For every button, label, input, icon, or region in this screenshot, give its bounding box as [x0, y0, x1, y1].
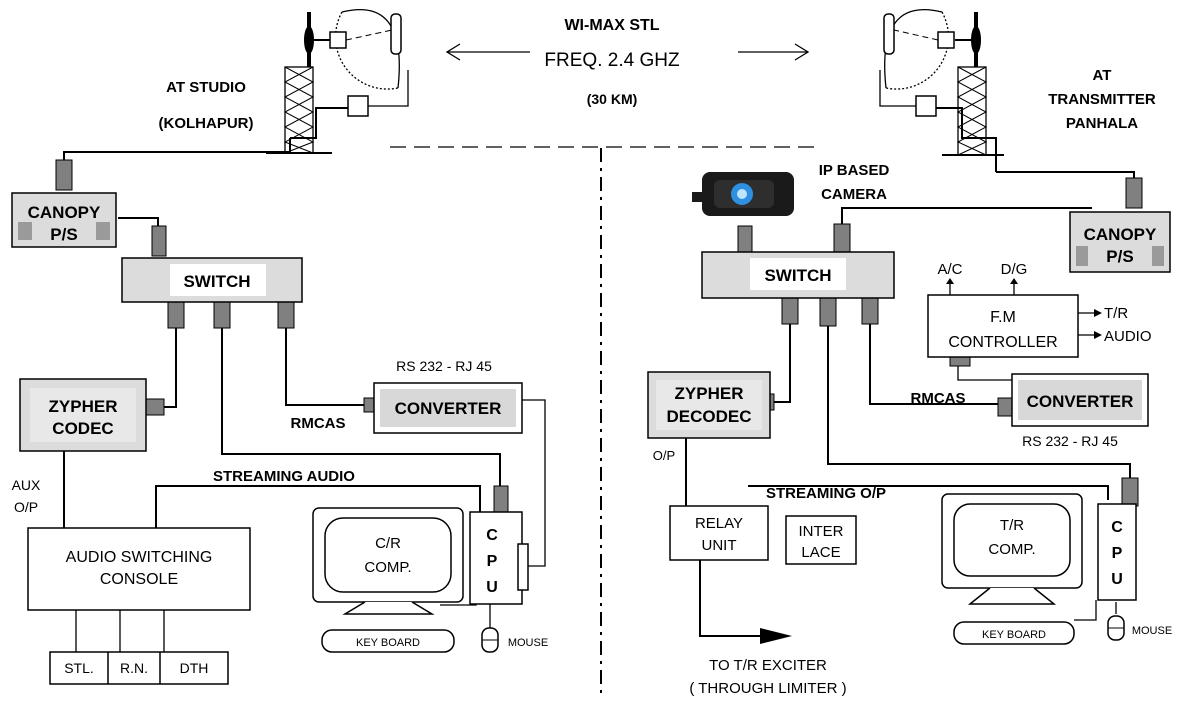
- transmitter-canopy-sublabel: P/S: [1106, 247, 1133, 266]
- tr-output-label: T/R: [1104, 305, 1128, 322]
- audio-switching-console: AUDIO SWITCHING CONSOLE: [27, 527, 251, 611]
- camera-sublabel: CAMERA: [821, 186, 887, 203]
- studio-site-location: (KOLHAPUR): [159, 115, 254, 132]
- studio-cables: [63, 138, 546, 652]
- studio-canopy-label: CANOPY: [28, 203, 101, 222]
- exciter-label: TO T/R EXCITER: [709, 657, 827, 674]
- transmitter-comp-label: T/R: [1000, 517, 1024, 534]
- studio-site-name: AT STUDIO: [166, 79, 246, 96]
- console-outputs: STL. R.N. DTH: [49, 651, 229, 685]
- transmitter-zypher-decodec: ZYPHER DECODEC O/P: [647, 371, 771, 463]
- transmitter-cables: [685, 171, 1135, 637]
- studio-cpu-icon: [469, 511, 523, 605]
- output-dth: DTH: [180, 660, 209, 676]
- studio-streaming-label: STREAMING AUDIO: [213, 468, 355, 485]
- studio-computer: C/R COMP. KEY BOARD C P U MOUSE: [312, 507, 548, 653]
- interlace-label: INTER: [799, 523, 844, 540]
- decodec-sublabel: DECODEC: [666, 407, 751, 426]
- transmitter-switch: SWITCH: [701, 251, 895, 299]
- studio-cpu-u: U: [486, 579, 498, 596]
- output-rn: R.N.: [120, 660, 148, 676]
- transmitter-canopy-label: CANOPY: [1084, 225, 1157, 244]
- audio-arrow-icon: [1094, 331, 1102, 339]
- studio-codec-label: ZYPHER: [49, 397, 118, 416]
- relay-label: RELAY: [695, 515, 743, 532]
- studio-comp-label: C/R: [375, 535, 401, 552]
- link-distance: (30 KM): [587, 91, 638, 107]
- transmitter-computer: T/R COMP. KEY BOARD C P U MOUSE: [941, 493, 1172, 645]
- transmitter-radio-unit: [915, 95, 937, 117]
- link-arrow-right-head: [794, 43, 810, 61]
- transmitter-tower: AT TRANSMITTER PANHALA: [879, 9, 1156, 172]
- transmitter-converter-label: CONVERTER: [1027, 392, 1134, 411]
- transmitter-switch-label: SWITCH: [764, 266, 831, 285]
- dg-label: D/G: [1001, 261, 1028, 278]
- console-label: AUDIO SWITCHING: [66, 549, 213, 566]
- studio-switch: SWITCH: [121, 257, 303, 303]
- output-stl: STL.: [64, 660, 94, 676]
- transmitter-keyboard-icon: [953, 621, 1075, 645]
- ac-arrow-icon: [946, 278, 954, 284]
- fm-controller: A/C D/G F.M CONTROLLER T/R AUDIO: [927, 261, 1152, 358]
- link-title: WI-MAX STL: [564, 17, 659, 34]
- transmitter-rmcas-label: RMCAS: [911, 390, 966, 407]
- transmitter-streaming-label: STREAMING O/P: [766, 485, 886, 502]
- transmitter-canopy-ps: CANOPY P/S: [1069, 211, 1171, 273]
- audio-output-label: AUDIO: [1104, 328, 1152, 345]
- transmitter-converter-note: RS 232 - RJ 45: [1022, 433, 1118, 449]
- studio-comp-sublabel: COMP.: [364, 559, 411, 576]
- transmitter-comp-sublabel: COMP.: [988, 541, 1035, 558]
- studio-converter: RS 232 - RJ 45 CONVERTER RMCAS: [291, 358, 523, 434]
- studio-converter-note: RS 232 - RJ 45: [396, 358, 492, 374]
- studio-radio-unit: [347, 95, 369, 117]
- studio-converter-label: CONVERTER: [395, 399, 502, 418]
- ac-label: A/C: [937, 261, 962, 278]
- studio-aux-sublabel: O/P: [14, 499, 38, 515]
- transmitter-converter: CONVERTER RS 232 - RJ 45 RMCAS: [911, 373, 1149, 449]
- link-frequency: FREQ. 2.4 GHZ: [544, 50, 680, 71]
- studio-keyboard-icon: [321, 629, 455, 653]
- relay-unit: RELAY UNIT: [669, 505, 769, 561]
- studio-mouse-label: MOUSE: [508, 637, 548, 649]
- transmitter-cpu-c: C: [1111, 519, 1123, 536]
- transmitter-cpu-p: P: [1112, 545, 1123, 562]
- fm-controller-label: F.M: [990, 309, 1016, 326]
- transmitter-site-location: PANHALA: [1066, 115, 1138, 132]
- transmitter-cpu-icon: [1097, 503, 1137, 601]
- studio-keyboard-label: KEY BOARD: [356, 637, 420, 649]
- exciter-arrow-icon: [760, 628, 792, 644]
- studio-ports: [55, 159, 509, 513]
- studio-switch-label: SWITCH: [183, 272, 250, 291]
- transmitter-cpu-u: U: [1111, 571, 1123, 588]
- studio-canopy-sublabel: P/S: [50, 225, 77, 244]
- dg-arrow-icon: [1010, 278, 1018, 284]
- interlace-unit: INTER LACE: [785, 515, 857, 565]
- transmitter-keyboard-label: KEY BOARD: [982, 629, 1046, 641]
- transmitter-mouse-label: MOUSE: [1132, 625, 1172, 637]
- studio-zypher-codec: ZYPHER CODEC: [19, 378, 147, 452]
- studio-canopy-ps: CANOPY P/S: [11, 192, 117, 248]
- ip-camera: IP BASED CAMERA: [692, 162, 889, 216]
- fm-controller-sublabel: CONTROLLER: [948, 334, 1057, 351]
- wimax-link: WI-MAX STL FREQ. 2.4 GHZ (30 KM): [390, 17, 815, 695]
- transmitter-site-name: TRANSMITTER: [1048, 91, 1156, 108]
- decodec-output-label: O/P: [653, 448, 675, 463]
- camera-label: IP BASED: [819, 162, 890, 179]
- tr-arrow-icon: [1094, 309, 1102, 317]
- studio-tower: AT STUDIO (KOLHAPUR): [159, 9, 409, 154]
- relay-sublabel: UNIT: [702, 537, 737, 554]
- console-sublabel: CONSOLE: [100, 571, 178, 588]
- exciter-sublabel: ( THROUGH LIMITER ): [689, 680, 846, 697]
- studio-rmcas-label: RMCAS: [291, 415, 346, 432]
- studio-cpu-c: C: [486, 527, 498, 544]
- studio-codec-sublabel: CODEC: [52, 419, 113, 438]
- decodec-label: ZYPHER: [675, 384, 744, 403]
- studio-cpu-p: P: [487, 553, 498, 570]
- transmitter-site-prefix: AT: [1093, 67, 1112, 84]
- link-arrow-left-head: [445, 43, 461, 61]
- interlace-sublabel: LACE: [801, 544, 840, 561]
- studio-aux-label: AUX: [12, 477, 41, 493]
